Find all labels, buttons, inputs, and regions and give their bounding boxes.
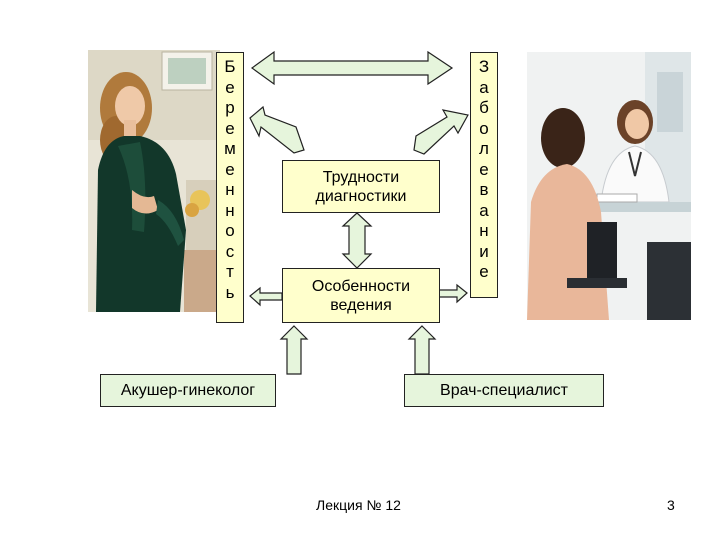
left-small-arrow xyxy=(249,286,283,307)
diagonal-arrow-right xyxy=(413,109,469,155)
up-arrow-specialist xyxy=(407,325,437,375)
specialist-doctor-text: Врач-специалист xyxy=(440,382,568,399)
pregnancy-letter: м xyxy=(224,139,236,158)
doctor-consultation-photo xyxy=(527,52,691,320)
up-arrow-obstetrician xyxy=(279,325,309,375)
disease-letter: е xyxy=(479,262,489,281)
pregnancy-letter: н xyxy=(225,200,235,220)
disease-letter: а xyxy=(479,200,489,220)
management-features-text: Особенности ведения xyxy=(311,277,411,314)
pregnancy-letter: Б xyxy=(224,57,236,76)
obstetrician-gynecologist-box: Акушер-гинеколог xyxy=(100,374,276,407)
page-number: 3 xyxy=(667,497,675,513)
pregnancy-letter: о xyxy=(225,221,235,240)
diagnosis-difficulties-text: Трудности диагностики xyxy=(315,168,407,205)
disease-letter: в xyxy=(479,180,489,199)
disease-letter: и xyxy=(479,241,489,261)
diagonal-arrow-left xyxy=(249,105,305,154)
top-double-arrow xyxy=(250,50,454,86)
disease-letter: н xyxy=(479,221,489,240)
center-double-arrow xyxy=(341,212,373,269)
pregnancy-letter: н xyxy=(225,180,235,199)
pregnancy-letter: ь xyxy=(225,282,235,302)
specialist-doctor-box: Врач-специалист xyxy=(404,374,604,407)
disease-letter: о xyxy=(479,118,489,138)
pregnancy-letter: е xyxy=(225,118,235,138)
lecture-footer: Лекция № 12 xyxy=(316,497,401,513)
pregnancy-letter: е xyxy=(225,77,235,97)
disease-letter: л xyxy=(479,139,489,158)
pregnancy-letter: р xyxy=(225,98,235,117)
disease-letter: б xyxy=(479,98,489,117)
diagnosis-difficulties-box: Трудности диагностики xyxy=(282,160,440,213)
obstetrician-gynecologist-text: Акушер-гинеколог xyxy=(120,382,256,399)
disease-letter: З xyxy=(478,57,490,76)
pregnancy-letter: с xyxy=(225,241,235,261)
pregnancy-letter: е xyxy=(225,159,235,179)
right-small-arrow xyxy=(437,283,468,304)
disease-letter: е xyxy=(479,159,489,179)
management-features-box: Особенности ведения xyxy=(282,268,440,323)
pregnant-woman-photo xyxy=(88,50,220,312)
pregnancy-letter: т xyxy=(226,262,234,281)
disease-letter: а xyxy=(479,77,489,97)
